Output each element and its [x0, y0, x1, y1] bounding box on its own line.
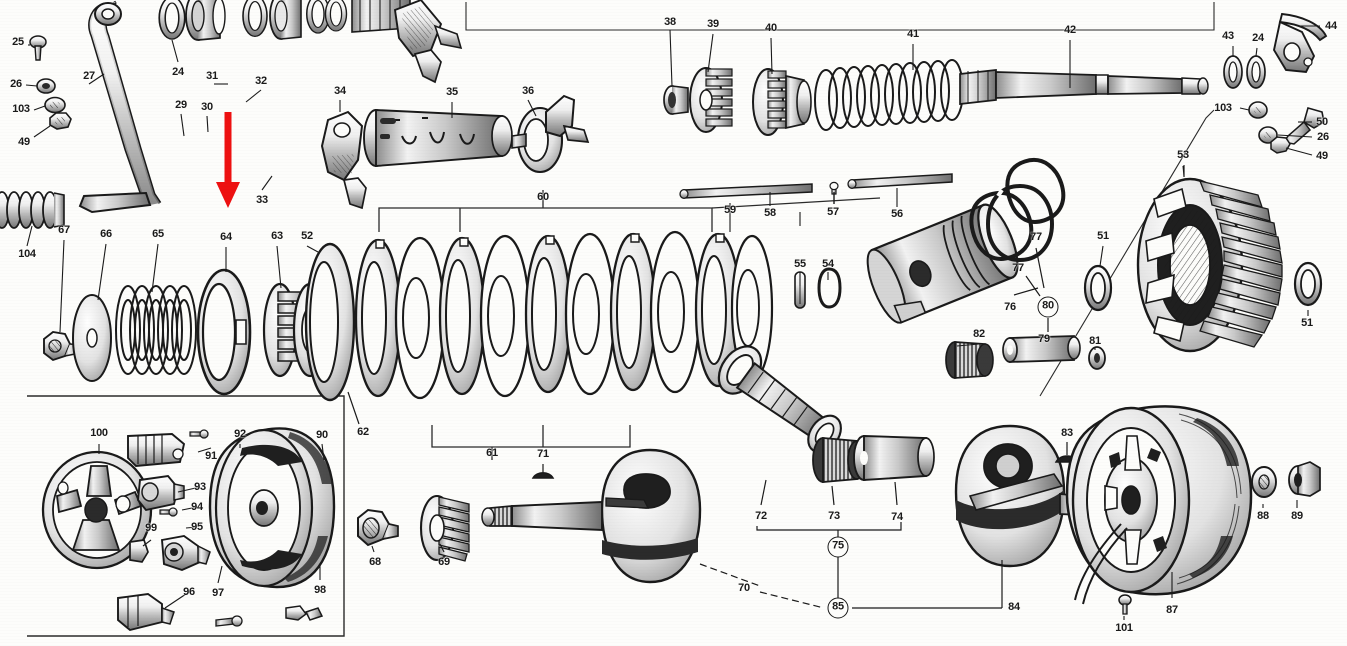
callout-55: 55: [794, 258, 806, 270]
callout-90: 90: [316, 429, 328, 441]
callout-54: 54: [822, 258, 834, 270]
callout-60: 60: [537, 191, 549, 203]
callout-81: 81: [1089, 335, 1101, 347]
callout-71: 71: [537, 448, 549, 460]
callout-73: 73: [828, 510, 840, 522]
callout-104: 104: [18, 248, 36, 260]
callout-39: 39: [707, 18, 719, 30]
callout-31: 31: [206, 70, 218, 82]
callout-56: 56: [891, 208, 903, 220]
callout-95: 95: [191, 521, 203, 533]
callout-61: 61: [486, 447, 498, 459]
callout-59: 59: [724, 204, 736, 216]
callout-103: 103: [1214, 102, 1232, 114]
callout-72: 72: [755, 510, 767, 522]
callout-32: 32: [255, 75, 267, 87]
callout-40: 40: [765, 22, 777, 34]
callout-68: 68: [369, 556, 381, 568]
callout-91: 91: [205, 450, 217, 462]
callout-44: 44: [1325, 20, 1337, 32]
callout-70: 70: [738, 582, 750, 594]
callout-87: 87: [1166, 604, 1178, 616]
part-64-pressure-plate: [196, 268, 252, 396]
callout-25: 25: [12, 36, 24, 48]
callout-50: 50: [1316, 116, 1328, 128]
callout-100: 100: [90, 427, 108, 439]
callout-67: 67: [58, 224, 70, 236]
callout-58: 58: [764, 207, 776, 219]
callout-96: 96: [183, 586, 195, 598]
callout-79: 79: [1038, 333, 1050, 345]
callout-52: 52: [301, 230, 313, 242]
callout-97: 97: [212, 587, 224, 599]
callout-41: 41: [907, 28, 919, 40]
callout-80: 80: [1037, 296, 1059, 318]
callout-101: 101: [1115, 622, 1133, 634]
callout-76: 76: [1004, 301, 1016, 313]
callout-53: 53: [1177, 149, 1189, 161]
callout-43: 43: [1222, 30, 1234, 42]
callout-89: 89: [1291, 510, 1303, 522]
callout-49: 49: [18, 136, 30, 148]
callout-65: 65: [152, 228, 164, 240]
callout-84: 84: [1008, 601, 1020, 613]
callout-69: 69: [438, 556, 450, 568]
callout-83: 83: [1061, 427, 1073, 439]
callout-103: 103: [12, 103, 30, 115]
callout-63: 63: [271, 230, 283, 242]
callout-85: 85: [827, 597, 849, 619]
callout-51: 51: [1301, 317, 1313, 329]
callout-75: 75: [827, 536, 849, 558]
callout-27: 27: [83, 70, 95, 82]
callout-74: 74: [891, 511, 903, 523]
callout-26: 26: [10, 78, 22, 90]
callout-42: 42: [1064, 24, 1076, 36]
callout-34: 34: [334, 85, 346, 97]
callout-30: 30: [201, 101, 213, 113]
callout-88: 88: [1257, 510, 1269, 522]
callout-24: 24: [1252, 32, 1264, 44]
callout-36: 36: [522, 85, 534, 97]
callout-26: 26: [1317, 131, 1329, 143]
callout-99: 99: [145, 522, 157, 534]
callout-49: 49: [1316, 150, 1328, 162]
callout-35: 35: [446, 86, 458, 98]
callout-77: 77: [1030, 231, 1042, 243]
callout-93: 93: [194, 481, 206, 493]
callout-57: 57: [827, 206, 839, 218]
callout-24: 24: [172, 66, 184, 78]
callout-82: 82: [973, 328, 985, 340]
callout-66: 66: [100, 228, 112, 240]
callout-98: 98: [314, 584, 326, 596]
callout-51: 51: [1097, 230, 1109, 242]
callout-33: 33: [256, 194, 268, 206]
callout-94: 94: [191, 501, 203, 513]
callout-64: 64: [220, 231, 232, 243]
callout-92: 92: [234, 428, 246, 440]
callout-77: 77: [1012, 262, 1024, 274]
callout-62: 62: [357, 426, 369, 438]
callout-38: 38: [664, 16, 676, 28]
callout-29: 29: [175, 99, 187, 111]
